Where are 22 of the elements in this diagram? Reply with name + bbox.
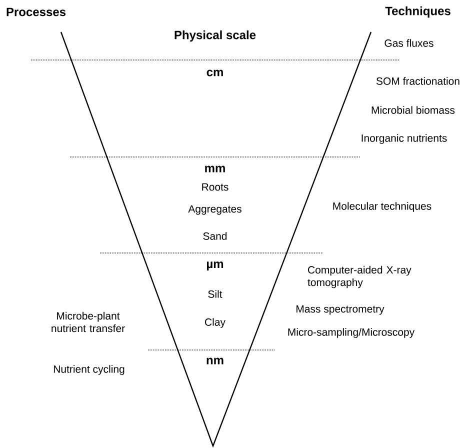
heading: Physical scale xyxy=(174,30,256,42)
label-text: Silt xyxy=(208,290,222,298)
label-text: Sand xyxy=(203,232,227,240)
label-text: Microbe-plant nutrient transfer xyxy=(52,312,125,332)
scale-label: cm xyxy=(206,70,223,76)
label-text: Roots xyxy=(202,183,228,191)
label-text: Computer-aided X-ray tomography xyxy=(308,266,412,288)
label-text: Inorganic nutrients xyxy=(362,134,447,144)
heading: Processes xyxy=(6,8,66,16)
label-text: Molecular techniques xyxy=(333,202,432,212)
label-text: Aggregates xyxy=(188,205,242,215)
label-text: SOM fractionation xyxy=(376,77,460,85)
label-text: Nutrient cycling xyxy=(54,365,124,375)
label-text: Micro-sampling/Microscopy xyxy=(288,328,415,338)
label-text: Clay xyxy=(205,318,226,328)
scale-label: mm xyxy=(205,166,225,172)
label-text: Microbial biomass xyxy=(372,106,455,114)
scale-label: µm xyxy=(207,262,224,270)
scale-label: nm xyxy=(206,358,224,364)
heading: Techniques xyxy=(385,6,450,18)
label-text: Mass spectrometry xyxy=(296,305,384,315)
label-text: Gas fluxes xyxy=(384,39,434,47)
